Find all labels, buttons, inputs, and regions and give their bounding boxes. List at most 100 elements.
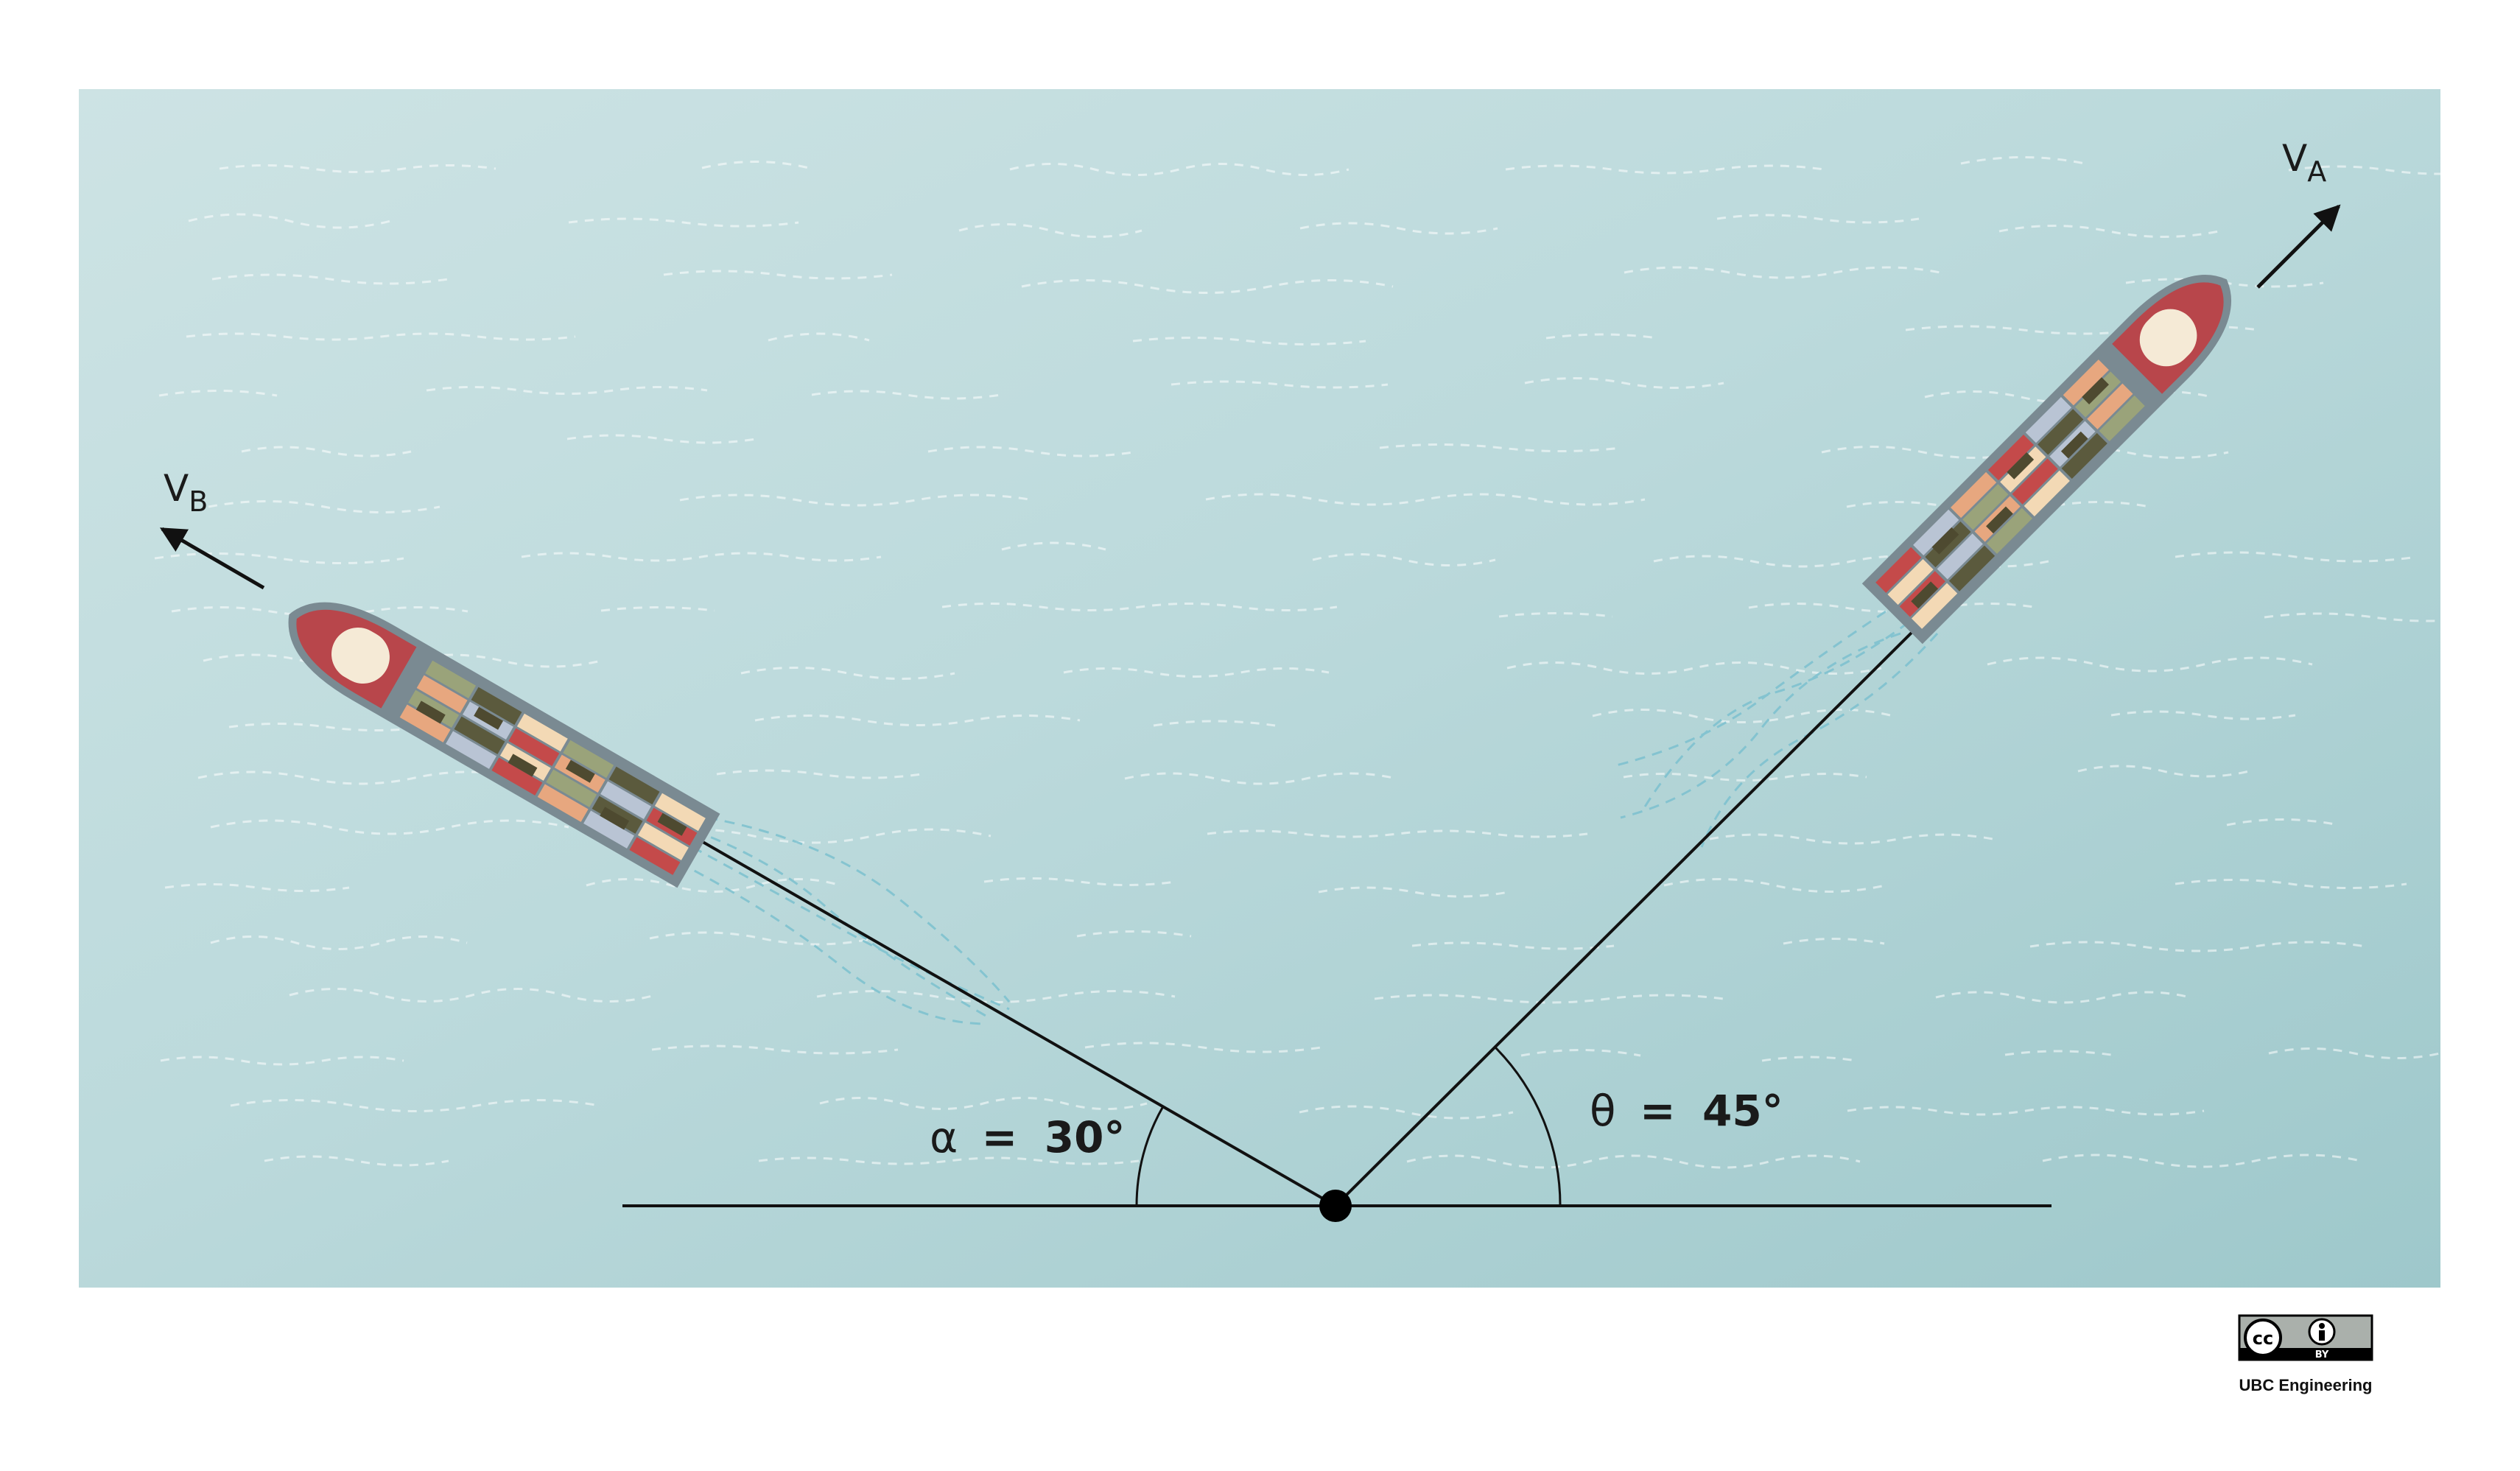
wave-line [1170, 380, 1389, 389]
wave-line [1506, 661, 1882, 675]
wave-line [663, 270, 893, 280]
theta-angle-arc [1493, 1045, 1562, 1207]
cargo-container [491, 757, 543, 796]
wave-line [426, 386, 708, 395]
cargo-hatch [600, 807, 630, 830]
cc-icon [2244, 1319, 2282, 1357]
cargo-container [563, 740, 614, 779]
cargo-hatch [2007, 452, 2035, 480]
wave-line [1299, 222, 1498, 235]
ship-a-wake [1612, 610, 1939, 848]
wave-line [188, 213, 391, 229]
cargo-container [600, 781, 651, 819]
wave-line [701, 161, 810, 169]
wave-line [1021, 279, 1394, 294]
cargo-container [1950, 471, 1997, 519]
by-person-head [2319, 1323, 2325, 1329]
wave-line [819, 1097, 1148, 1110]
wave-line [2288, 165, 2520, 175]
wave-line [1063, 667, 1330, 678]
wave-line [211, 273, 449, 285]
cargo-container [1986, 508, 2033, 554]
wave-line [1299, 1105, 1514, 1120]
ship-bridge [2139, 309, 2197, 367]
wave-line [586, 878, 841, 893]
wave-line [210, 935, 468, 950]
wave-line [2175, 879, 2407, 889]
cargo-hatch [657, 812, 687, 836]
ship-b-position-line [683, 829, 1336, 1207]
cargo-container [2063, 359, 2109, 406]
cargo-container [1887, 558, 1934, 605]
wave-line [758, 1156, 1140, 1165]
wave-line [289, 988, 656, 1003]
wave-line [1821, 446, 2229, 459]
wave-line [649, 931, 874, 946]
cargo-hatch [565, 759, 595, 783]
wave-line [1084, 1042, 1322, 1053]
wave-line [1505, 164, 1825, 175]
cargo-container [654, 793, 706, 832]
wave-line [1623, 773, 1867, 782]
cargo-container [2024, 470, 2070, 516]
cargo-container [2025, 397, 2072, 443]
alpha-angle-arc [1135, 1106, 1165, 1207]
wave-line [2226, 818, 2340, 826]
theta-angle-label: θ = 45° [1590, 1086, 1783, 1136]
cargo-container [446, 731, 496, 769]
cargo-container [399, 704, 451, 742]
wave-line [983, 877, 1176, 886]
cargo-container [1875, 547, 1922, 593]
cargo-container [2087, 383, 2133, 429]
cargo-hatch [415, 701, 446, 724]
wave-line [2029, 941, 2367, 952]
cargo-container [471, 687, 522, 726]
wave-line [208, 500, 441, 513]
cargo-container [2038, 409, 2084, 455]
ship-b-velocity-label: VB [164, 467, 208, 518]
wave-line [1498, 612, 1613, 618]
by-person-body [2319, 1330, 2325, 1341]
wave-line [1205, 493, 1646, 506]
wave-line [568, 217, 799, 228]
ship-b-velocity-arrow [159, 527, 265, 590]
wave-line [1624, 266, 1941, 279]
wave-line [2175, 551, 2418, 563]
wave-line [1520, 1049, 1641, 1057]
wave-line [768, 332, 870, 342]
wave-line [2077, 765, 2250, 778]
wave-line [154, 552, 404, 564]
wave-line [651, 1045, 899, 1055]
wave-line [2268, 1047, 2440, 1059]
wave-line [219, 164, 496, 173]
wave-line [679, 494, 1034, 507]
wave-line [716, 769, 922, 779]
cargo-container [454, 716, 505, 754]
cargo-container [629, 837, 681, 875]
wave-line [1406, 1154, 1861, 1169]
cargo-container [425, 660, 477, 699]
cc-by-license-badge[interactable]: cc BY [2238, 1314, 2373, 1361]
wave-line [1761, 1056, 1857, 1062]
wave-line [1009, 163, 1350, 176]
cargo-container [546, 769, 597, 807]
cargo-container [2061, 432, 2107, 480]
ship-b [288, 602, 720, 888]
wave-line [160, 1056, 404, 1066]
cargo-container [1948, 545, 1996, 591]
wave-line [927, 446, 1138, 457]
ship-a-position-line [1334, 622, 1923, 1207]
wave-line [2004, 1050, 2112, 1056]
wave-line [1592, 709, 1894, 723]
cc-icon-text: cc [2253, 1328, 2273, 1349]
wave-line [1783, 938, 1885, 945]
cargo-hatch [1986, 506, 2013, 534]
wave-line [241, 446, 412, 457]
wave-line [1716, 214, 1920, 224]
wave-line [1847, 1106, 2205, 1116]
cargo-container [1987, 434, 2035, 481]
wave-line [1411, 941, 1615, 950]
ship-a [1861, 274, 2232, 645]
wave-line [1001, 541, 1106, 551]
